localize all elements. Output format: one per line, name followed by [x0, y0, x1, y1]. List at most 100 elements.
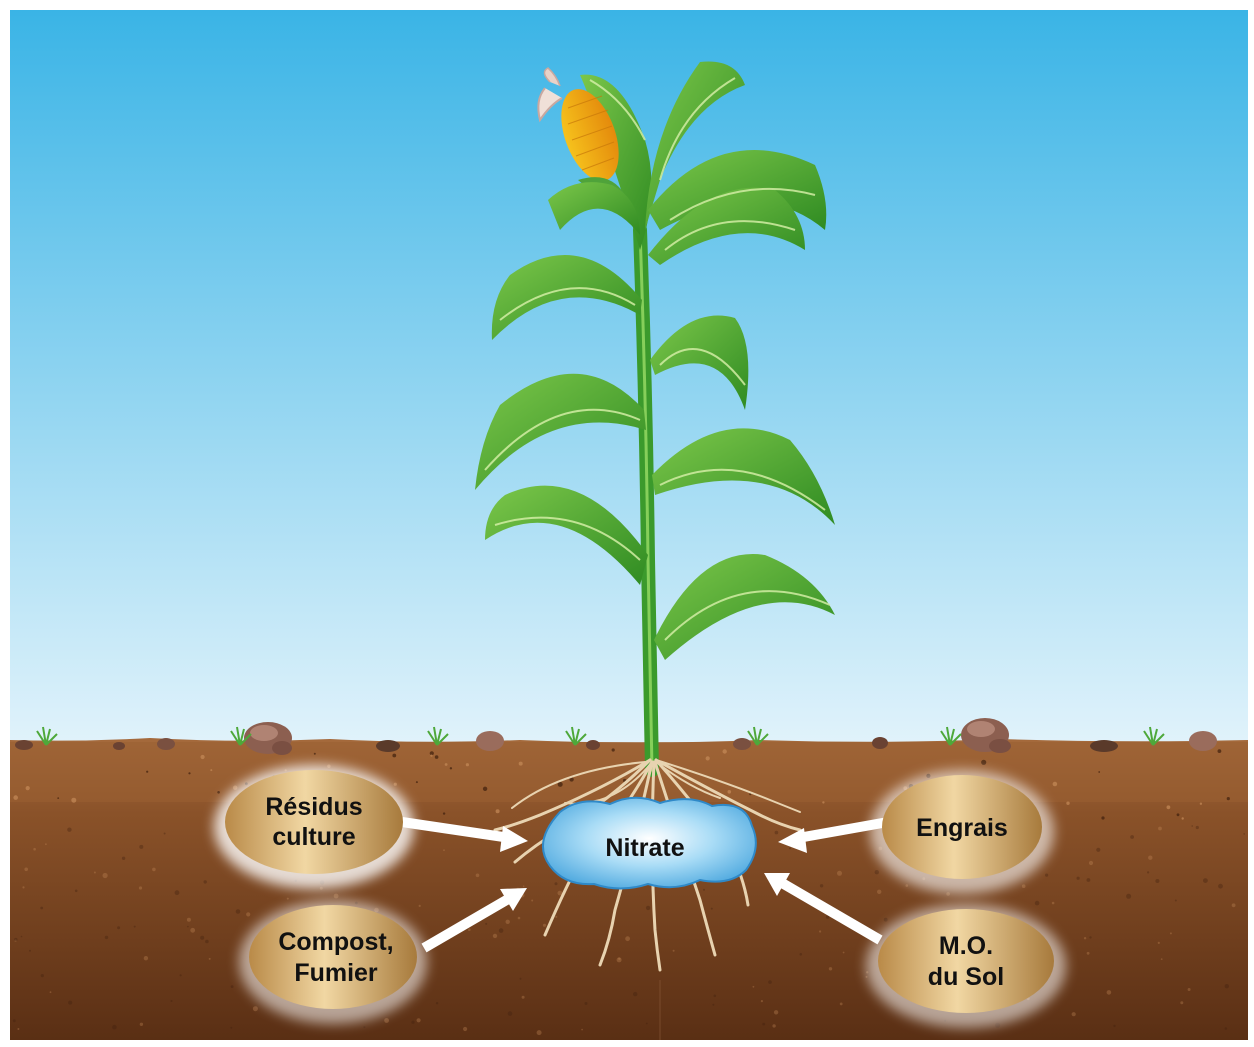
rock-icon — [15, 740, 33, 750]
soil-speck — [1045, 874, 1048, 877]
soil-speck — [231, 985, 234, 988]
soil-speck — [884, 918, 888, 922]
label-engrais: Engrais — [916, 814, 1008, 842]
soil-speck — [1147, 871, 1149, 873]
soil-speck — [508, 1011, 513, 1016]
soil-speck — [558, 782, 563, 787]
rock-icon — [733, 738, 751, 750]
soil-speck — [14, 938, 17, 941]
soil-speck — [1113, 1025, 1115, 1027]
soil-speck — [152, 868, 156, 872]
soil-speck — [204, 880, 207, 883]
soil-speck — [581, 1029, 583, 1031]
soil-speck — [67, 828, 71, 832]
soil-speck — [800, 953, 803, 956]
soil-speck — [843, 952, 845, 954]
soil-speck — [1158, 827, 1162, 831]
soil-speck — [57, 797, 59, 799]
soil-speck — [1227, 797, 1230, 800]
soil-speck — [103, 873, 108, 878]
soil-speck — [1218, 749, 1222, 753]
rock-icon — [476, 731, 504, 751]
rock-icon — [376, 740, 400, 752]
label-compost-line1: Compost, — [278, 928, 393, 956]
soil-speck — [555, 916, 557, 918]
soil-speck — [496, 809, 500, 813]
soil-speck — [1022, 884, 1026, 888]
soil-speck — [875, 870, 879, 874]
soil-speck — [450, 767, 452, 769]
soil-speck — [384, 1018, 389, 1023]
oval-residus — [225, 770, 403, 874]
soil-speck — [463, 1027, 467, 1031]
soil-speck — [493, 934, 497, 938]
soil-speck — [723, 749, 727, 753]
soil-speck — [1148, 856, 1152, 860]
soil-speck — [1232, 903, 1236, 907]
soil-speck — [363, 1026, 365, 1028]
soil-speck — [840, 1003, 843, 1006]
soil-speck — [543, 924, 546, 927]
soil-speck — [1107, 990, 1112, 995]
soil-speck — [762, 1023, 765, 1026]
soil-speck — [1182, 817, 1184, 819]
soil-speck — [789, 847, 791, 849]
oval-compost — [249, 905, 417, 1009]
soil-speck — [187, 918, 191, 922]
soil-speck — [1167, 805, 1171, 809]
soil-speck — [706, 756, 710, 760]
soil-speck — [134, 926, 136, 928]
soil-speck — [24, 868, 28, 872]
soil-speck — [1098, 771, 1100, 773]
soil-speck — [499, 928, 504, 933]
source-residus: Résidus culture — [214, 765, 414, 889]
soil-speck — [711, 908, 713, 910]
soil-speck — [981, 760, 986, 765]
soil-speck — [1200, 803, 1202, 805]
soil-speck — [1089, 936, 1091, 938]
soil-speck — [1126, 894, 1131, 899]
soil-speck — [820, 884, 823, 887]
soil-speck — [416, 781, 418, 783]
soil-speck — [1175, 900, 1177, 902]
soil-speck — [822, 801, 824, 803]
soil-speck — [122, 857, 125, 860]
soil-speck — [1218, 884, 1223, 889]
soil-speck — [673, 950, 675, 952]
soil-speck — [1089, 861, 1093, 865]
source-engrais: Engrais — [870, 770, 1054, 894]
soil-speck — [483, 787, 487, 791]
soil-speck — [1177, 813, 1180, 816]
soil-speck — [246, 912, 250, 916]
soil-speck — [17, 1028, 19, 1030]
soil-speck — [430, 755, 432, 757]
soil-speck — [22, 886, 24, 888]
soil-speck — [436, 1002, 438, 1004]
soil-speck — [13, 1019, 16, 1022]
rock-icon — [586, 740, 600, 750]
soil-speck — [117, 926, 120, 929]
soil-speck — [522, 996, 525, 999]
soil-speck — [1191, 825, 1193, 827]
soil-speck — [1096, 848, 1100, 852]
soil-speck — [164, 833, 166, 835]
soil-speck — [443, 812, 445, 814]
soil-speck — [71, 798, 76, 803]
soil-speck — [217, 791, 220, 794]
soil-speck — [1225, 984, 1229, 988]
soil-speck — [29, 950, 31, 952]
soil-speck — [625, 936, 630, 941]
rock-icon — [157, 738, 175, 750]
soil-speck — [829, 967, 832, 970]
soil-speck — [1101, 816, 1104, 819]
label-residus-line2: culture — [272, 823, 355, 851]
soil-speck — [555, 882, 558, 885]
soil-speck — [190, 928, 195, 933]
soil-speck — [200, 936, 204, 940]
soil-speck — [1077, 877, 1080, 880]
rock-icon — [113, 742, 125, 750]
nitrate-node: Nitrate — [543, 798, 756, 889]
soil-speck — [417, 1018, 421, 1022]
label-residus-line1: Résidus — [265, 793, 362, 821]
